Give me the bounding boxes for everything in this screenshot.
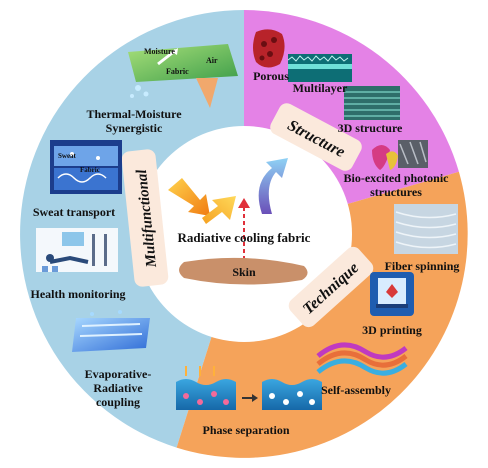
label-porous: Porous xyxy=(253,69,289,83)
label-radiative: Radiative xyxy=(93,381,143,395)
health-monitoring-image xyxy=(36,228,118,272)
thermal-emission-arrowhead xyxy=(238,198,250,208)
fiber-spinning-image xyxy=(394,204,458,254)
image-text-sweat: Sweat xyxy=(58,152,77,160)
label-self-assembly: Self-assembly xyxy=(321,383,391,397)
skin-shape xyxy=(179,257,308,285)
center-fabric-label: Radiative cooling fabric xyxy=(178,230,311,245)
label-health-monitoring: Health monitoring xyxy=(31,287,126,301)
label-sweat-transport: Sweat transport xyxy=(33,205,115,219)
skin-label: Skin xyxy=(232,265,256,279)
center-circle xyxy=(136,126,352,342)
self-assembly-image xyxy=(316,342,408,376)
label-synergistic: Synergistic xyxy=(106,121,163,135)
image-text-fabric-2: Fabric xyxy=(80,166,100,174)
label-3d-structure: 3D structure xyxy=(338,121,403,135)
banner-multifunctional: Multifunctional xyxy=(121,149,169,287)
bio-photonic-image xyxy=(372,140,428,170)
evaporative-coupling-image xyxy=(72,310,150,352)
label-structures: structures xyxy=(370,185,422,199)
thermal-moisture-image: Moisture Fabric Air xyxy=(128,44,238,108)
label-fiber-spinning: Fiber spinning xyxy=(385,259,460,273)
image-text-air: Air xyxy=(206,56,218,65)
label-phase-separation: Phase separation xyxy=(203,423,290,437)
multilayer-image xyxy=(287,54,352,82)
porous-image xyxy=(253,29,285,68)
label-bio-photonic: Bio-excited photonic xyxy=(344,171,450,185)
3d-structure-image xyxy=(344,86,400,120)
incoming-sunlight-arrow-2 xyxy=(202,196,236,224)
image-text-fabric: Fabric xyxy=(166,67,189,76)
label-3d-printing: 3D printing xyxy=(362,323,422,337)
incoming-sunlight-arrow-1 xyxy=(168,178,210,216)
label-thermal-moisture: Thermal-Moisture xyxy=(86,107,182,121)
phase-separation-image xyxy=(176,366,322,410)
reflection-arrow xyxy=(258,158,288,214)
label-coupling: coupling xyxy=(96,395,140,409)
label-evaporative: Evaporative- xyxy=(85,367,152,381)
label-multilayer: Multilayer xyxy=(293,81,348,95)
image-text-moisture: Moisture xyxy=(144,47,175,56)
3d-printing-image xyxy=(370,272,414,316)
sweat-transport-image: Sweat Fabric xyxy=(50,140,122,194)
